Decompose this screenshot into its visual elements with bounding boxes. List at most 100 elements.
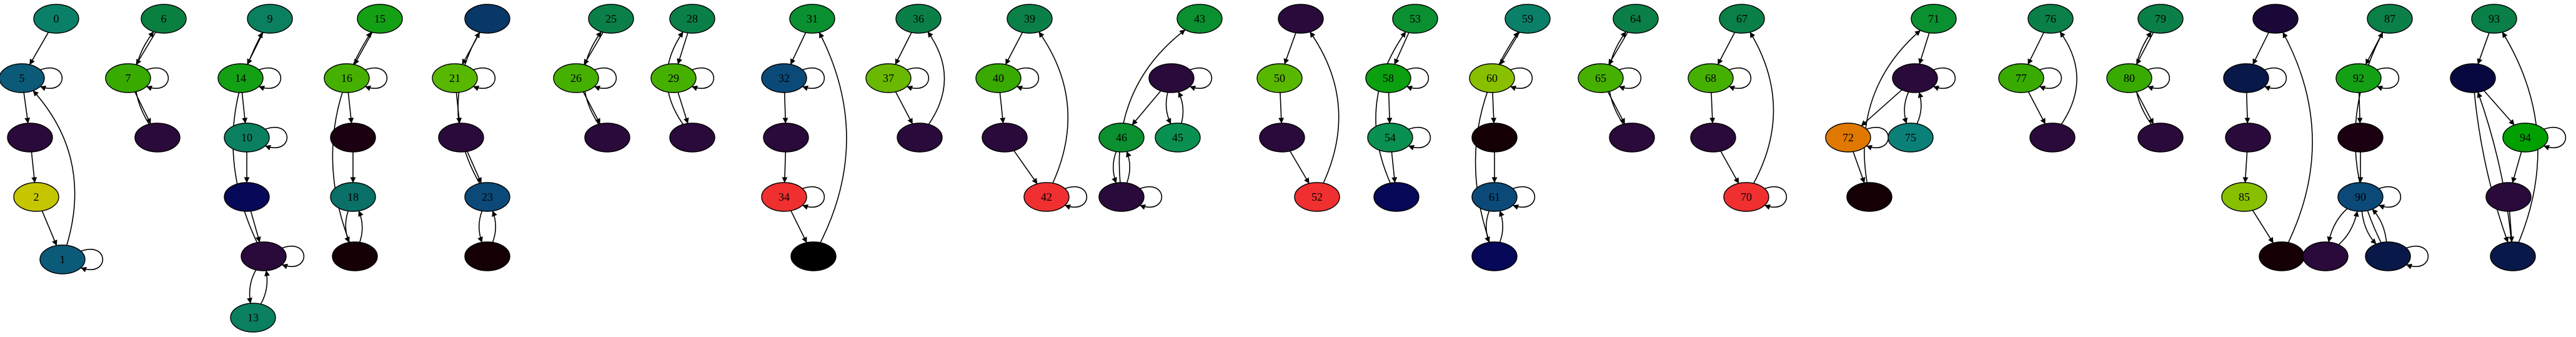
edge-n40-to-nO [999,92,1006,124]
graph-node: 65 [1578,63,1624,93]
node-ellipse [789,4,835,34]
graph-node: 39 [1007,4,1053,34]
edge-nI-to-n23 [492,210,497,243]
graph-node: 60 [1469,63,1515,93]
node-ellipse [1294,182,1340,212]
edge-n93-to-nAJ [2477,33,2490,65]
graph-node [2302,241,2349,271]
node-label: 45 [1172,131,1183,144]
node-ellipse [1471,182,1518,212]
node-ellipse [1278,4,1324,34]
graph-node: 59 [1504,4,1551,34]
node-ellipse [2485,182,2532,212]
graph-node [669,123,715,153]
node-label: 64 [1630,13,1641,25]
graph-node: 80 [2106,63,2152,93]
graph-node: 9 [247,4,293,34]
node-ellipse [1578,63,1624,93]
graph-node [2337,123,2384,153]
edge-n37-to-nN [895,91,913,124]
node-ellipse [2137,4,2184,34]
graph-node [1278,4,1324,34]
edge-n29-to-n29 [692,68,714,91]
node-ellipse [330,123,376,153]
node-ellipse [2471,4,2517,34]
graph-node [1471,241,1518,271]
node-ellipse [1367,123,1413,153]
node-label: 25 [605,13,617,25]
node-label: 6 [161,13,167,25]
node-ellipse [224,123,270,153]
node-label: 52 [1311,191,1323,203]
graph-node [584,123,630,153]
edge-n46-to-nQ [1111,151,1117,184]
edge-n10-to-n10 [265,127,287,151]
node-label: 10 [241,131,252,144]
node-ellipse [1688,63,1734,93]
graph-node: 79 [2137,4,2184,34]
edge-nO-to-n42 [1013,150,1038,184]
node-label: 9 [267,13,273,25]
edge-nP-to-nP [1190,68,1212,91]
edge-nAH-to-n90 [2338,211,2359,245]
graph-node: 31 [789,4,835,34]
node-ellipse [1887,123,1934,153]
node-ellipse [1373,182,1420,212]
edge-nR-to-n50 [1283,33,1296,65]
graph-node [2259,241,2305,271]
graph-node: 36 [895,4,942,34]
node-label: 76 [2045,13,2056,25]
edge-n94-to-nAK [2511,151,2522,183]
node-ellipse [330,182,376,212]
node-ellipse [357,4,403,34]
edge-n70-to-n67 [1749,32,1774,184]
edge-n77-to-n77 [2039,68,2062,91]
node-ellipse [141,4,187,34]
edge-n31-to-n32 [790,32,807,65]
node-ellipse [761,63,807,93]
edge-nQ-to-n46 [1126,151,1131,183]
node-ellipse [2335,63,2382,93]
node-label: 53 [1410,13,1421,25]
graph-node: 37 [865,63,912,93]
node-label: 0 [54,13,59,25]
node-ellipse [241,241,287,271]
nodes-layer: 0521679141013151618212325262829313234363… [0,4,2549,333]
edge-n23-to-nG [457,32,480,184]
node-label: 37 [883,72,894,84]
node-label: 59 [1522,13,1533,25]
node-ellipse [1504,4,1551,34]
graph-node [2252,4,2299,34]
graph-node [241,241,287,271]
edge-n34-to-n34 [802,186,825,210]
graph-node: 92 [2335,63,2382,93]
node-label: 39 [1024,13,1035,25]
node-ellipse [2365,241,2411,271]
graph-node: 40 [975,63,1022,93]
node-label: 21 [449,72,460,84]
node-ellipse [1469,63,1515,93]
node-label: 87 [2384,13,2395,25]
node-ellipse [2302,241,2349,271]
graph-node [134,123,181,153]
edge-n65-to-nW [1607,91,1626,124]
edge-n32-to-n32 [802,68,825,91]
node-ellipse [1471,123,1518,153]
node-ellipse [763,123,809,153]
node-ellipse [1998,63,2044,93]
graph-node: 15 [357,4,403,34]
edge-n71-to-nY [1918,33,1930,64]
node-ellipse [2367,4,2413,34]
edge-nQ-to-n43 [1118,29,1186,183]
graph-node: 23 [464,182,510,212]
node-ellipse [669,4,715,34]
node-ellipse [1613,4,1659,34]
graph-node [2365,241,2411,271]
edge-n2-to-n1 [41,210,57,246]
node-label: 93 [2489,13,2500,25]
graph-node: 50 [1256,63,1303,93]
edge-nV-to-n61 [1499,210,1504,243]
edge-n61-to-n61 [1513,186,1535,210]
edge-nAC-to-nAD [2252,32,2269,65]
graph-node: 68 [1688,63,1734,93]
